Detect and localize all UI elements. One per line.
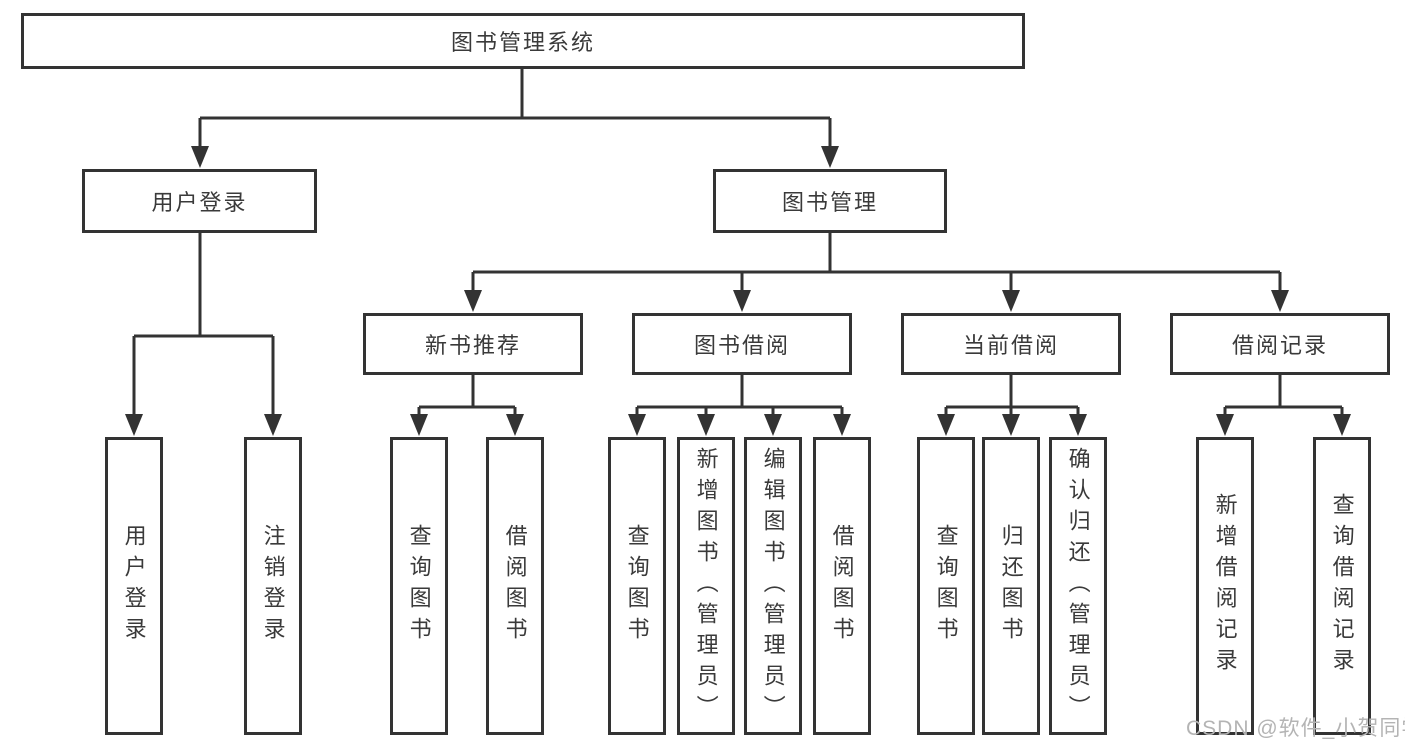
node-label: 图书借阅 — [693, 333, 790, 358]
leaf-borrow-books-recommend: 借阅图书 — [486, 437, 544, 735]
node-book-management: 图书管理 — [713, 169, 947, 233]
arrowhead — [191, 146, 209, 168]
node-label: 新增借阅记录 — [1212, 493, 1238, 679]
arrowhead — [1216, 414, 1234, 436]
node-label: 归还图书 — [998, 524, 1024, 648]
leaf-query-books-borrow: 查询图书 — [608, 437, 666, 735]
arrowhead — [1002, 414, 1020, 436]
node-label: 查询图书 — [933, 524, 959, 648]
csdn-watermark: CSDN @软件_小贺同学 — [1186, 717, 1405, 740]
node-label: 新书推荐 — [424, 333, 521, 358]
node-borrow-records: 借阅记录 — [1170, 313, 1390, 375]
node-label: 确认归还（管理员） — [1065, 446, 1091, 726]
arrowhead — [821, 146, 839, 168]
node-label: 编辑图书（管理员） — [760, 446, 786, 726]
leaf-add-book-admin: 新增图书（管理员） — [677, 437, 735, 735]
leaf-logout: 注销登录 — [244, 437, 302, 735]
node-user-login: 用户登录 — [82, 169, 317, 233]
node-label: 查询图书 — [406, 524, 432, 648]
arrowhead — [1002, 290, 1020, 312]
leaf-user-login: 用户登录 — [105, 437, 163, 735]
leaf-confirm-return-admin: 确认归还（管理员） — [1049, 437, 1107, 735]
arrowhead — [697, 414, 715, 436]
node-current-borrow: 当前借阅 — [901, 313, 1121, 375]
leaf-query-books-recommend: 查询图书 — [390, 437, 448, 735]
arrowhead — [506, 414, 524, 436]
arrowhead — [1069, 414, 1087, 436]
node-label: 新增图书（管理员） — [693, 446, 719, 726]
arrowhead — [410, 414, 428, 436]
node-label: 借阅图书 — [502, 524, 528, 648]
node-label: 图书管理 — [781, 190, 878, 215]
node-label: 用户登录 — [151, 190, 248, 215]
node-label: 查询借阅记录 — [1329, 493, 1355, 679]
arrowhead — [1333, 414, 1351, 436]
arrowhead — [264, 414, 282, 436]
node-label: 注销登录 — [260, 524, 286, 648]
node-book-borrow: 图书借阅 — [632, 313, 852, 375]
leaf-query-borrow-record: 查询借阅记录 — [1313, 437, 1371, 735]
arrowhead — [628, 414, 646, 436]
node-label: 图书管理系统 — [450, 30, 595, 55]
arrowhead — [764, 414, 782, 436]
leaf-edit-book-admin: 编辑图书（管理员） — [744, 437, 802, 735]
arrowhead — [937, 414, 955, 436]
leaf-borrow-books: 借阅图书 — [813, 437, 871, 735]
node-label: 当前借阅 — [962, 333, 1059, 358]
node-label: 借阅记录 — [1231, 333, 1328, 358]
node-library-management-system: 图书管理系统 — [21, 13, 1025, 69]
arrowhead — [1271, 290, 1289, 312]
arrowhead — [833, 414, 851, 436]
node-label: 用户登录 — [121, 524, 147, 648]
leaf-add-borrow-record: 新增借阅记录 — [1196, 437, 1254, 735]
arrowhead — [464, 290, 482, 312]
leaf-return-book: 归还图书 — [982, 437, 1040, 735]
node-label: 查询图书 — [624, 524, 650, 648]
node-new-book-recommend: 新书推荐 — [363, 313, 583, 375]
arrowhead — [733, 290, 751, 312]
leaf-query-books-current: 查询图书 — [917, 437, 975, 735]
arrowhead — [125, 414, 143, 436]
node-label: 借阅图书 — [829, 524, 855, 648]
